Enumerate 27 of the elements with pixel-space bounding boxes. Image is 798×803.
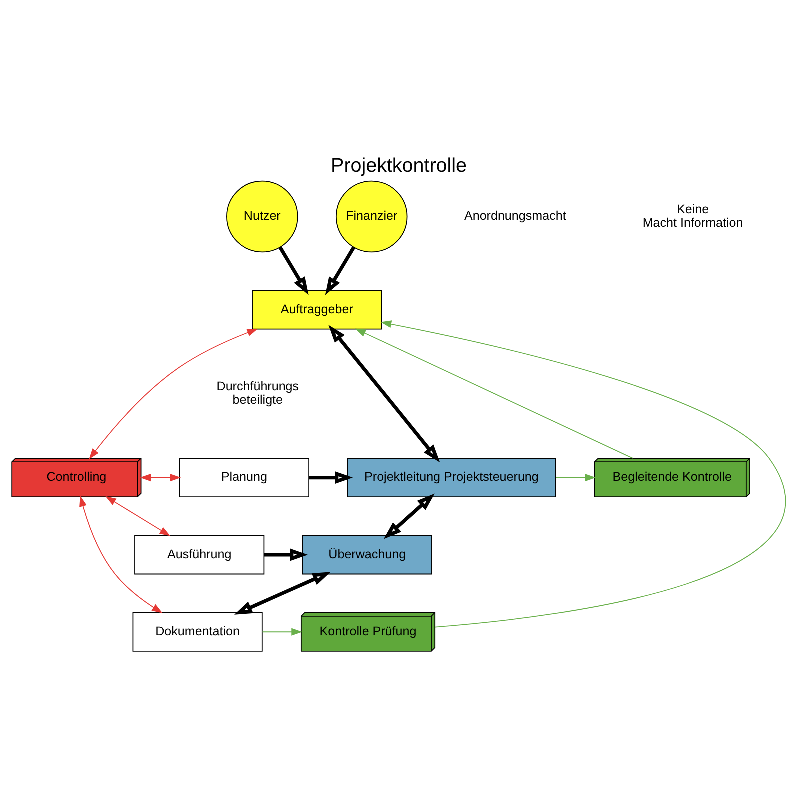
node-circle: Nutzer — [226, 180, 298, 252]
arrow — [309, 471, 354, 484]
arrow — [278, 246, 309, 295]
diagram-title: Projektkontrolle — [331, 154, 467, 176]
arrow — [380, 320, 785, 628]
node-box: Ausführung — [134, 534, 265, 574]
node-box: Dokumentation — [132, 612, 263, 652]
arrow — [80, 495, 163, 613]
arrow — [89, 328, 258, 459]
node-box: Projektleitung Projektsteuerung — [347, 458, 556, 498]
arrow — [140, 474, 182, 482]
arrow — [325, 246, 356, 295]
arrow — [328, 324, 440, 462]
node-box: Überwachung — [302, 534, 432, 574]
arrow — [384, 493, 435, 539]
arrow — [106, 496, 171, 536]
arrow — [262, 628, 302, 636]
node-box: Auftraggeber — [252, 290, 382, 330]
label: Durchführungs beteiligte — [216, 379, 300, 406]
arrow — [355, 328, 634, 458]
label: Anordnungsmacht — [464, 208, 566, 223]
node-box: Planung — [179, 458, 310, 498]
node-circle: Finanzier — [336, 180, 408, 252]
label: Keine Macht Information — [642, 202, 744, 230]
arrow — [234, 572, 331, 614]
arrow — [556, 474, 596, 482]
arrow — [264, 548, 308, 561]
